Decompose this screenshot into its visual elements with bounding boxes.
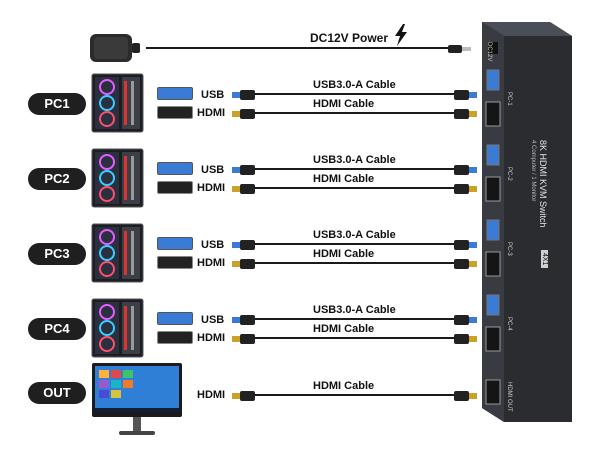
dc-plug — [448, 42, 472, 60]
pc2-usb-label: USB — [201, 164, 225, 176]
pc1-usb-plug-left — [232, 88, 256, 106]
pc4-badge: PC4 — [28, 318, 86, 340]
pc2-hdmi-plug-left — [232, 182, 256, 200]
power-adapter — [88, 30, 146, 66]
pc2-usb-port — [157, 162, 193, 175]
pc2-hdmi-wire — [255, 187, 455, 189]
pc3-hdmi-plug-left — [232, 257, 256, 275]
device-model-badge: 4X1 — [541, 250, 548, 269]
pc4-hdmi-wire — [255, 337, 455, 339]
pc3-badge: PC3 — [28, 243, 86, 265]
out-hdmi-plug-right — [454, 389, 478, 407]
pc2-hdmi-label: HDMI — [197, 182, 226, 194]
pc4-usb-wire — [255, 318, 455, 320]
port-label-pc2: PC-2 — [506, 167, 512, 181]
device-subtitle: 4 Computer / 1 Monitor — [530, 140, 536, 202]
pc4-usb-port — [157, 312, 193, 325]
out-hdmi-plug-left — [232, 389, 256, 407]
pc4-tower — [91, 298, 144, 358]
port-label-out: HDMI OUT — [506, 382, 512, 412]
pc2-hdmi-plug-right — [454, 182, 478, 200]
out-badge: OUT — [28, 382, 86, 404]
out-hdmi-wire — [255, 394, 455, 396]
pc3-tower — [91, 223, 144, 283]
pc3-usb-port — [157, 237, 193, 250]
pc3-hdmi-cable-label: HDMI Cable — [313, 248, 375, 260]
device-name: 8K HDMI KVM Switch — [538, 140, 548, 228]
pc3-hdmi-port — [157, 256, 193, 269]
pc4-hdmi-plug-left — [232, 332, 256, 350]
pc2-usb-wire — [255, 168, 455, 170]
pc1-hdmi-label: HDMI — [197, 107, 226, 119]
pc3-usb-plug-left — [232, 238, 256, 256]
port-label-pc3: PC-3 — [506, 242, 512, 256]
power-cable — [146, 47, 451, 49]
pc1-usb-port — [157, 87, 193, 100]
pc1-badge: PC1 — [28, 93, 86, 115]
pc3-usb-label: USB — [201, 239, 225, 251]
pc1-hdmi-plug-right — [454, 107, 478, 125]
port-label-pc1: PC-1 — [506, 92, 512, 106]
pc1-hdmi-port — [157, 106, 193, 119]
lightning-icon — [393, 24, 409, 51]
pc4-usb-plug-right — [454, 313, 478, 331]
pc4-usb-label: USB — [201, 314, 225, 326]
pc4-usb-plug-left — [232, 313, 256, 331]
pc1-usb-cable-label: USB3.0-A Cable — [313, 79, 396, 91]
pc3-usb-plug-right — [454, 238, 478, 256]
pc3-usb-cable-label: USB3.0-A Cable — [313, 229, 396, 241]
pc4-hdmi-cable-label: HDMI Cable — [313, 323, 375, 335]
pc1-hdmi-wire — [255, 112, 455, 114]
pc2-usb-cable-label: USB3.0-A Cable — [313, 154, 396, 166]
pc4-hdmi-port — [157, 331, 193, 344]
pc2-tower — [91, 148, 144, 208]
pc3-hdmi-label: HDMI — [197, 257, 226, 269]
out-hdmi-label: HDMI — [197, 389, 226, 401]
pc3-hdmi-plug-right — [454, 257, 478, 275]
pc2-hdmi-cable-label: HDMI Cable — [313, 173, 375, 185]
pc2-usb-plug-right — [454, 163, 478, 181]
pc4-hdmi-label: HDMI — [197, 332, 226, 344]
pc1-tower — [91, 73, 144, 133]
pc2-badge: PC2 — [28, 168, 86, 190]
pc1-hdmi-plug-left — [232, 107, 256, 125]
pc3-hdmi-wire — [255, 262, 455, 264]
port-label-pc4: PC-4 — [506, 317, 512, 331]
out-hdmi-cable-label: HDMI Cable — [313, 380, 375, 392]
pc2-usb-plug-left — [232, 163, 256, 181]
kvm-switch-device — [482, 22, 574, 422]
power-label: DC12V Power — [310, 31, 389, 45]
pc1-hdmi-cable-label: HDMI Cable — [313, 98, 375, 110]
pc1-usb-wire — [255, 93, 455, 95]
monitor-icon — [91, 362, 183, 447]
pc2-hdmi-port — [157, 181, 193, 194]
pc3-usb-wire — [255, 243, 455, 245]
dc-port-label: DC12V — [486, 42, 492, 62]
pc4-hdmi-plug-right — [454, 332, 478, 350]
pc1-usb-label: USB — [201, 89, 225, 101]
pc1-usb-plug-right — [454, 88, 478, 106]
pc4-usb-cable-label: USB3.0-A Cable — [313, 304, 396, 316]
